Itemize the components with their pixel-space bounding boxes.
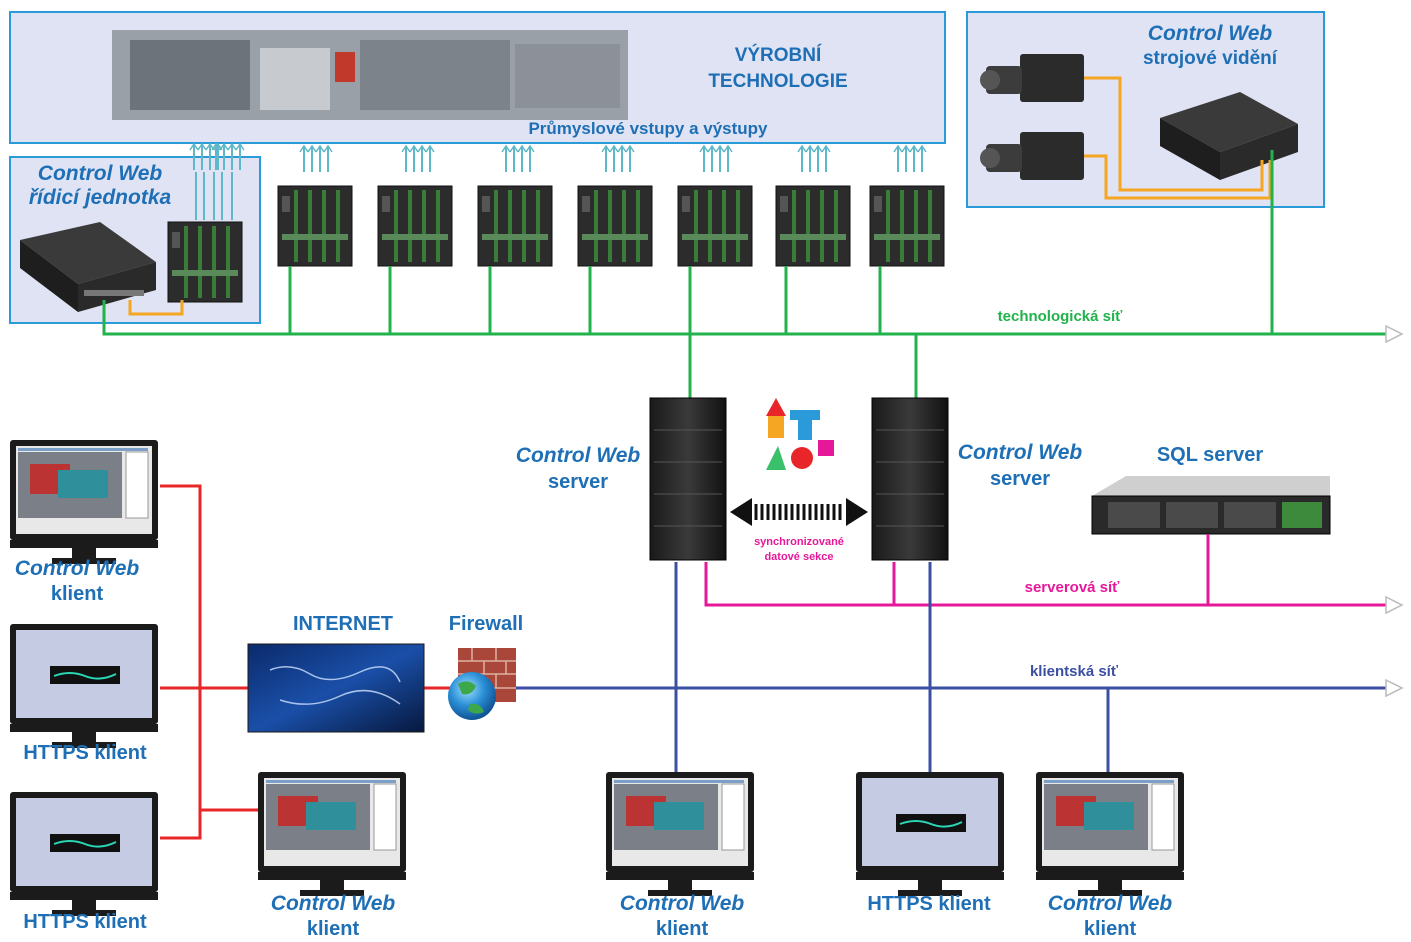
server-right-label-2: server: [990, 468, 1050, 490]
vision-unit-device: [1160, 92, 1298, 180]
io-arrows: [797, 145, 831, 173]
production-photo-robot: [335, 52, 355, 82]
client-network-label: klientská síť: [1030, 663, 1119, 680]
server-left-label-1: Control Web: [516, 444, 641, 467]
production-title-1: VÝROBNÍ: [735, 44, 822, 66]
client-monitor-https-3: [856, 772, 1004, 896]
io-label: Průmyslové vstupy a výstupy: [528, 119, 768, 138]
client-monitor-cw-1: [10, 440, 158, 564]
client-monitor-cw-4: [1036, 772, 1184, 896]
sync-arrow: [730, 498, 868, 526]
sync-blocks-icon: [766, 398, 834, 470]
camera-link: [1084, 76, 1264, 192]
sql-server-label: SQL server: [1157, 444, 1264, 466]
client-cw-2-label-1: Control Web: [271, 892, 396, 915]
client-cw-3-label-1: Control Web: [620, 892, 745, 915]
io-module: [277, 185, 353, 267]
internet-links: [160, 484, 452, 840]
io-module-row: [277, 145, 945, 267]
io-arrows: [699, 145, 733, 173]
server-tower-right: [871, 397, 949, 561]
tech-network-arrow: [1385, 324, 1404, 344]
io-module: [377, 185, 453, 267]
control-unit-label-2: řídicí jednotka: [29, 186, 172, 209]
client-cw-4-label-2: klient: [1084, 918, 1137, 940]
client-cw-1-label-1: Control Web: [15, 557, 140, 580]
server-right-bays: [876, 429, 944, 527]
machine-vision-label-2: strojové vidění: [1143, 48, 1278, 69]
client-https-3-label: HTTPS klient: [867, 893, 991, 915]
client-monitor-cw-3: [606, 772, 754, 896]
control-unit-device: [20, 222, 156, 312]
client-cw-1-label-2: klient: [51, 583, 104, 605]
production-photo-machine: [130, 40, 250, 110]
internet-map: [247, 643, 425, 733]
machine-vision-label-1: Control Web: [1148, 22, 1273, 45]
client-cw-4-label-1: Control Web: [1048, 892, 1173, 915]
control-unit-io-module: [167, 221, 243, 303]
io-arrows: [299, 145, 333, 173]
server-right-label-1: Control Web: [958, 441, 1083, 464]
server-network: [704, 534, 1390, 607]
tech-network: [102, 150, 1390, 398]
production-photo-machine: [260, 48, 330, 110]
globe-continents: [458, 681, 484, 714]
production-title-2: TECHNOLOGIE: [708, 71, 847, 92]
tech-network-label: technologická síť: [998, 308, 1124, 325]
io-module: [477, 185, 553, 267]
firewall-label: Firewall: [449, 613, 523, 635]
internet-map-lights: [269, 666, 401, 705]
production-photo-machine: [360, 40, 510, 110]
globe-icon: [448, 672, 496, 720]
control-unit-link: [128, 300, 184, 316]
server-left-bays: [654, 429, 722, 527]
client-network: [500, 562, 1390, 772]
io-module: [677, 185, 753, 267]
io-arrows: [401, 145, 435, 173]
control-unit-label-1: Control Web: [38, 162, 163, 185]
sql-server-rack: [1091, 476, 1331, 535]
client-https-1-label: HTTPS klient: [23, 742, 147, 764]
client-network-arrow: [1385, 678, 1404, 698]
client-cw-2-label-2: klient: [307, 918, 360, 940]
camera-icon: [980, 54, 1084, 102]
io-module: [775, 185, 851, 267]
io-arrows: [601, 145, 635, 173]
io-arrows-down: [195, 172, 233, 220]
io-module: [577, 185, 653, 267]
camera-icon: [980, 132, 1084, 180]
camera-link: [1084, 154, 1272, 200]
client-cw-3-label-2: klient: [656, 918, 709, 940]
server-tower-left: [649, 397, 727, 561]
internet-label: INTERNET: [293, 613, 393, 635]
io-module: [869, 185, 945, 267]
io-arrows: [893, 145, 927, 173]
client-monitor-https-2: [10, 792, 158, 916]
client-https-2-label: HTTPS klient: [23, 911, 147, 933]
server-left-label-2: server: [548, 471, 608, 493]
io-arrows: [501, 145, 535, 173]
sync-label-2: datové sekce: [764, 551, 833, 563]
server-network-arrow: [1385, 595, 1404, 615]
client-monitor-https-1: [10, 624, 158, 748]
sync-label-1: synchronizované: [754, 536, 844, 548]
client-monitor-cw-2: [258, 772, 406, 896]
production-photo-machine: [515, 44, 620, 108]
server-network-label: serverová síť: [1025, 579, 1121, 596]
